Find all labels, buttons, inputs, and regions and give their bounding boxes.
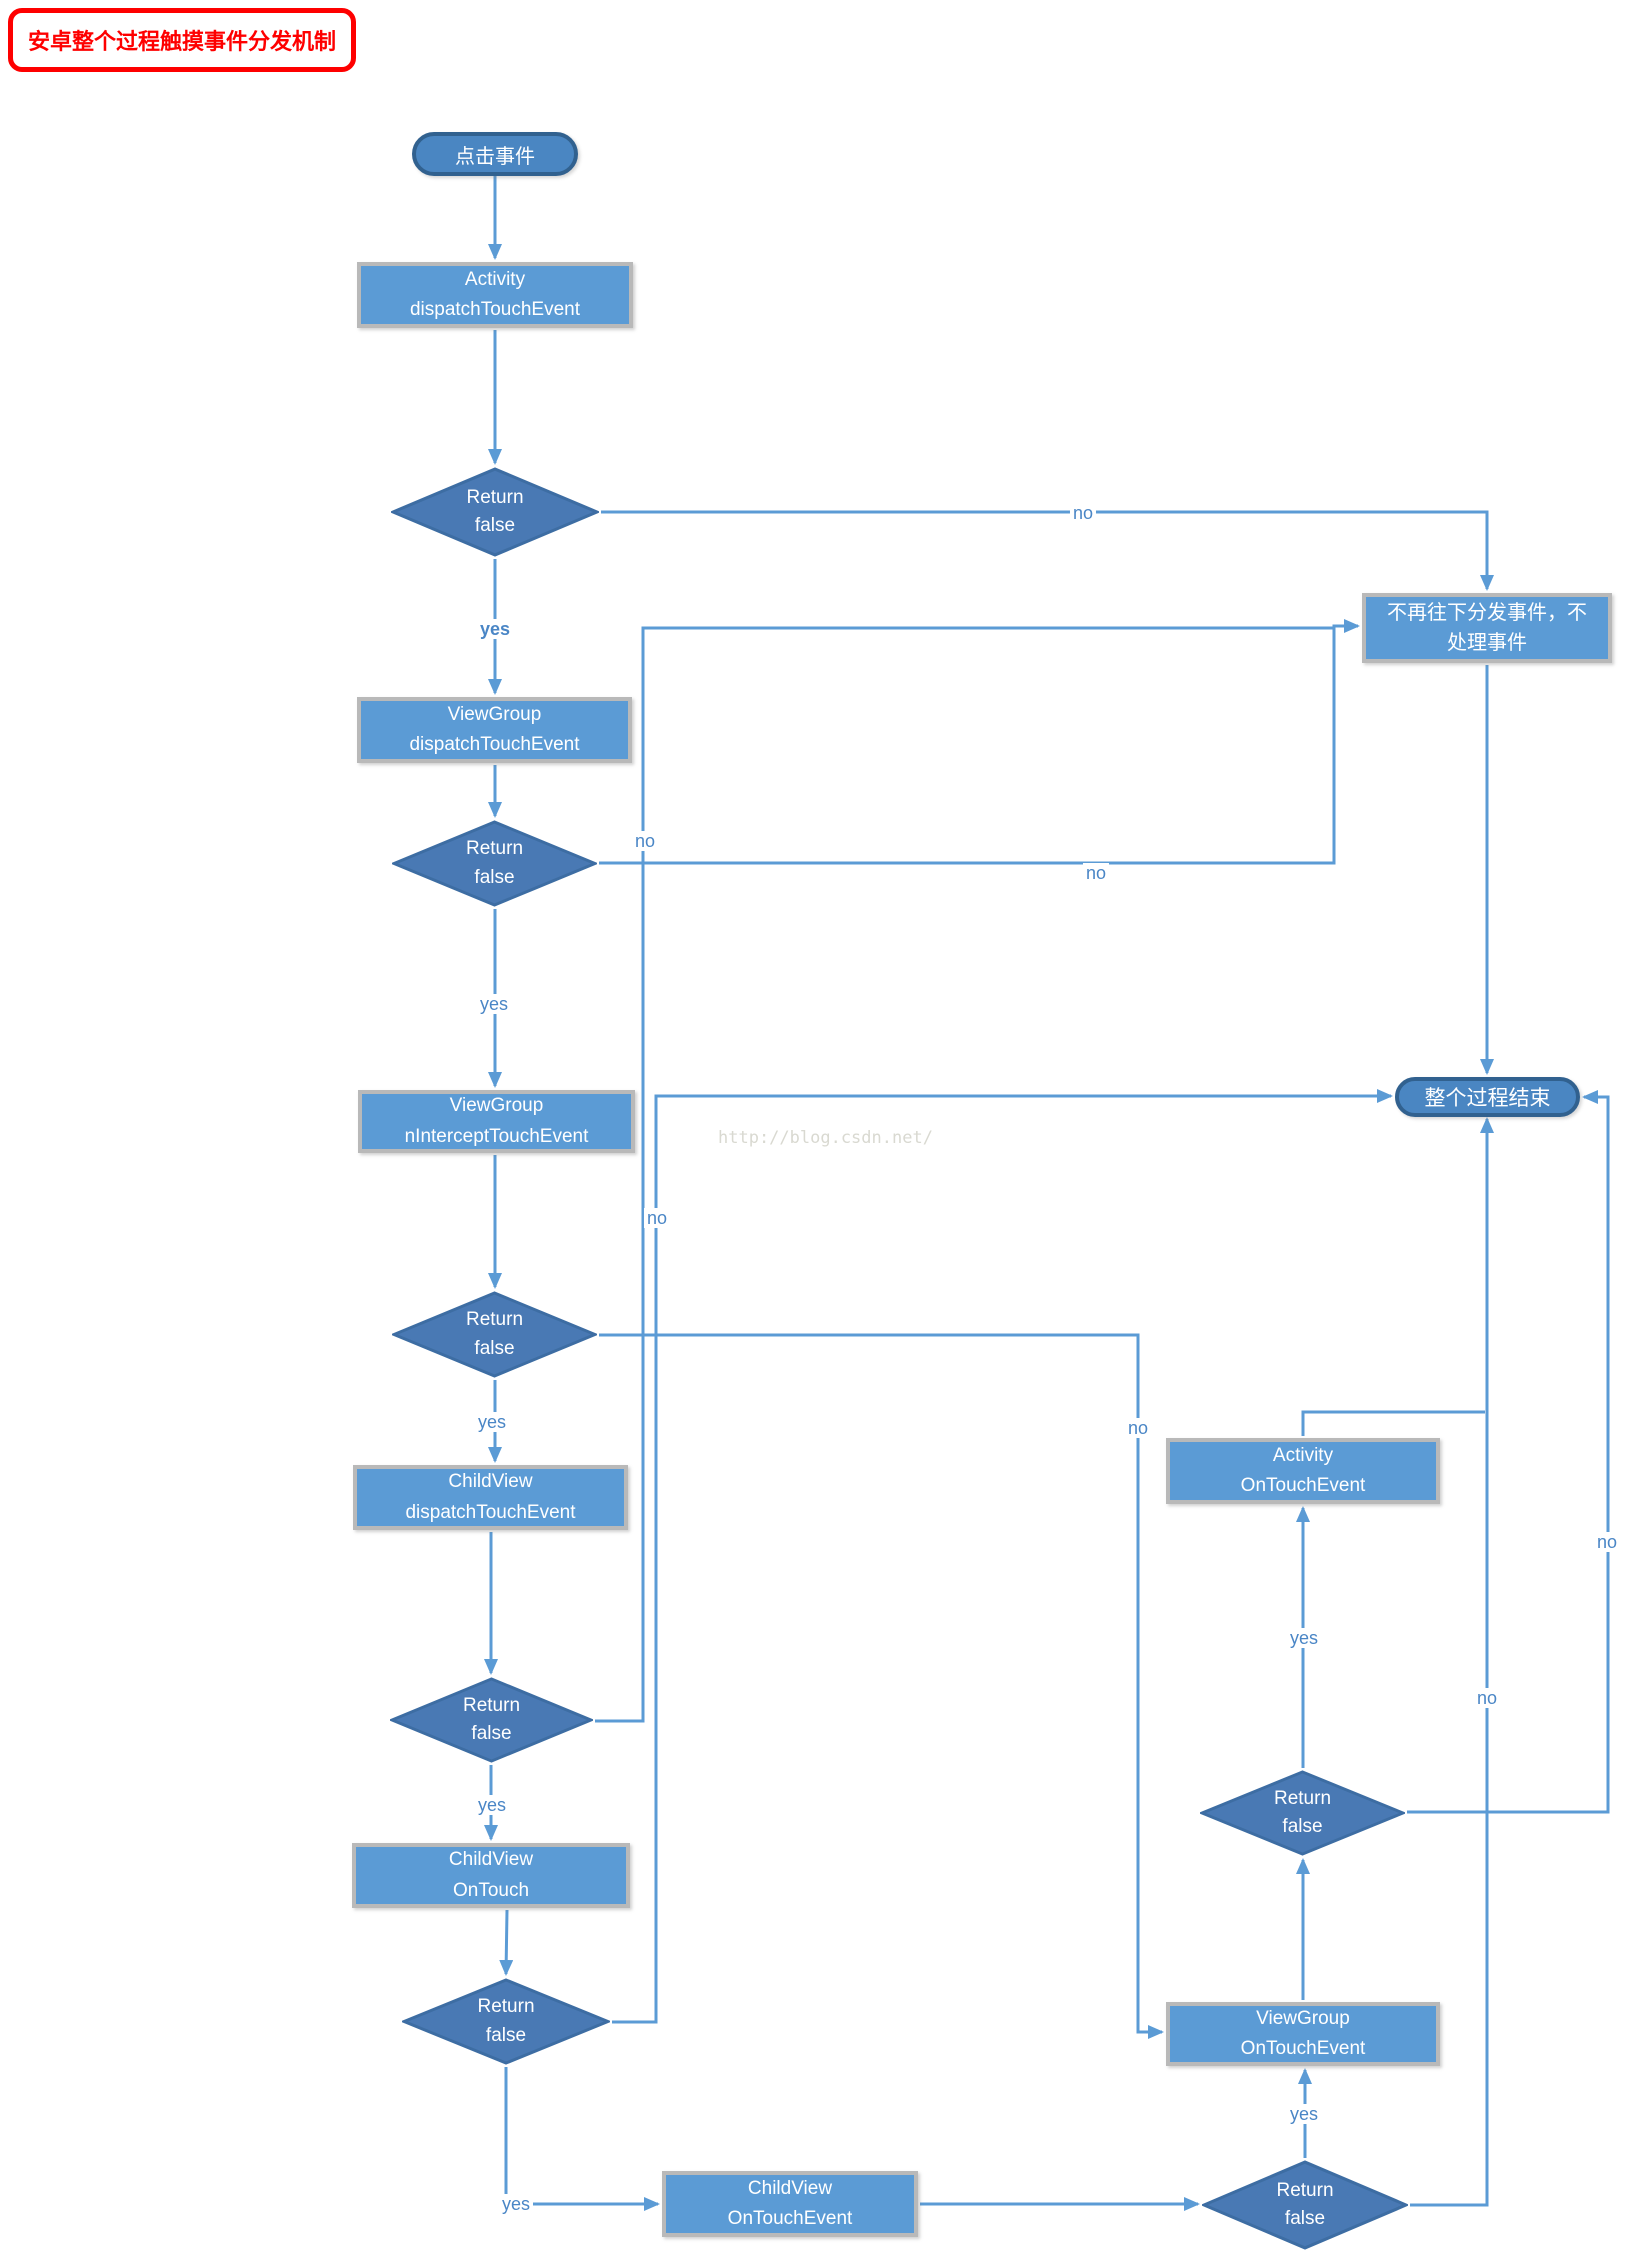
edge-label-d7-yes: yes — [1286, 1628, 1322, 1648]
edge-label-d7-no: no — [1593, 1532, 1621, 1552]
decision-label: Return false — [462, 1694, 521, 1745]
decision-return-false-7: Return false — [1200, 1770, 1405, 1856]
node-activity-dispatchtouchevent: Activity dispatchTouchEvent — [357, 262, 633, 328]
node-childview-ontouchevent: ChildView OnTouchEvent — [662, 2171, 918, 2237]
edge-activity-ontouchevent-to-end — [1301, 1410, 1485, 1436]
edge-d3-no — [599, 1333, 1164, 2039]
edge-label-d5-yes: yes — [498, 2194, 534, 2214]
node-viewgroup-dispatchtouchevent: ViewGroup dispatchTouchEvent — [357, 697, 632, 763]
edge-label-d2-no: no — [1082, 863, 1110, 883]
decision-label: Return false — [465, 1309, 524, 1359]
decision-return-false-1: Return false — [391, 467, 599, 557]
decision-return-false-6: Return false — [1202, 2160, 1408, 2250]
edge-d6-no — [1410, 1117, 1494, 2207]
edge-d5-no — [612, 1089, 1393, 2024]
watermark-text: http://blog.csdn.net/ — [718, 1128, 933, 1148]
diamond-shape — [392, 1291, 597, 1378]
diamond-shape — [392, 820, 597, 907]
decision-label: Return false — [1276, 2179, 1334, 2230]
decision-label: Return false — [1273, 1787, 1332, 1838]
edge-d4-no — [595, 626, 1334, 1723]
decision-return-false-5: Return false — [402, 1978, 610, 2065]
diamond-shape — [391, 467, 599, 557]
decision-label: Return false — [466, 486, 524, 537]
diamond-shape — [402, 1978, 610, 2065]
edge-d1-no — [601, 510, 1494, 591]
edge-label-d3-no: no — [1124, 1418, 1152, 1438]
edge-label-d2-yes: yes — [476, 994, 512, 1014]
decision-label: Return false — [465, 838, 524, 888]
node-start-click-event: 点击事件 — [412, 132, 578, 176]
edge-label-d5-no: no — [643, 1208, 671, 1228]
decision-return-false-2: Return false — [392, 820, 597, 907]
node-activity-ontouchevent: Activity OnTouchEvent — [1166, 1438, 1440, 1504]
node-childview-ontouch: ChildView OnTouch — [352, 1843, 630, 1908]
decision-return-false-3: Return false — [392, 1291, 597, 1378]
edge-label-d1-no: no — [1069, 503, 1097, 523]
node-end-process: 整个过程结束 — [1395, 1077, 1580, 1117]
edge-label-d4-no: no — [631, 831, 659, 851]
edge-label-d6-no: no — [1473, 1688, 1501, 1708]
edge-d2-no — [599, 619, 1360, 865]
node-viewgroup-nintercepttouchevent: ViewGroup nInterceptTouchEvent — [358, 1090, 635, 1153]
node-no-further-dispatch: 不再往下分发事件，不 处理事件 — [1362, 593, 1612, 663]
decision-label: Return false — [477, 1996, 535, 2046]
edge-label-d1-yes: yes — [476, 619, 514, 639]
edge-label-d4-yes: yes — [474, 1795, 510, 1815]
diamond-shape — [1200, 1770, 1405, 1856]
edge-label-d6-yes: yes — [1286, 2104, 1322, 2124]
edge-d7-no — [1407, 1090, 1610, 1814]
node-viewgroup-ontouchevent: ViewGroup OnTouchEvent — [1166, 2002, 1440, 2066]
edge-childview-ontouch-to-d5 — [499, 1909, 514, 1976]
edge-d5-yes — [504, 2067, 660, 2211]
diamond-shape — [1202, 2160, 1408, 2250]
node-childview-dispatchtouchevent: ChildView dispatchTouchEvent — [353, 1465, 628, 1530]
decision-return-false-4: Return false — [390, 1677, 593, 1763]
diamond-shape — [390, 1677, 593, 1763]
edge-label-d3-yes: yes — [474, 1412, 510, 1432]
page-title: 安卓整个过程触摸事件分发机制 — [8, 8, 357, 72]
